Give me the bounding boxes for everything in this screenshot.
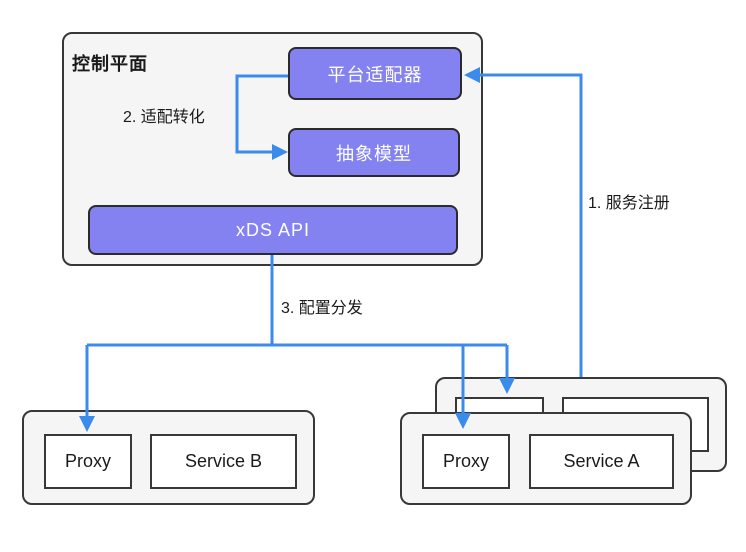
- service-b-label: Service B: [184, 451, 263, 471]
- platform-adapter-label: 平台适配器: [327, 64, 423, 85]
- service-b-proxy-node: Proxy: [44, 434, 132, 489]
- platform-adapter-node: 平台适配器: [288, 47, 462, 100]
- service-a-label: Service A: [563, 451, 640, 471]
- service-a-group: Proxy Service A: [400, 412, 692, 505]
- service-a-service-node: Service A: [529, 434, 674, 489]
- abstract-model-node: 抽象模型: [288, 128, 460, 177]
- service-b-service-node: Service B: [150, 434, 297, 489]
- control-plane-title: 控制平面: [72, 54, 148, 74]
- xds-api-node: xDS API: [88, 205, 458, 255]
- annotation-step3-config-distribution: 3. 配置分发: [281, 300, 363, 317]
- annotation-step1-service-registration: 1. 服务注册: [588, 195, 670, 212]
- connector-service-registration: [478, 73, 583, 377]
- service-b-group: Proxy Service B: [22, 410, 315, 505]
- abstract-model-label: 抽象模型: [336, 143, 412, 164]
- xds-api-label: xDS API: [235, 219, 311, 240]
- service-a-proxy-node: Proxy: [422, 434, 510, 489]
- annotation-step2-adapt-transform: 2. 适配转化: [123, 109, 205, 126]
- service-b-proxy-label: Proxy: [64, 451, 111, 471]
- service-a-proxy-label: Proxy: [442, 451, 489, 471]
